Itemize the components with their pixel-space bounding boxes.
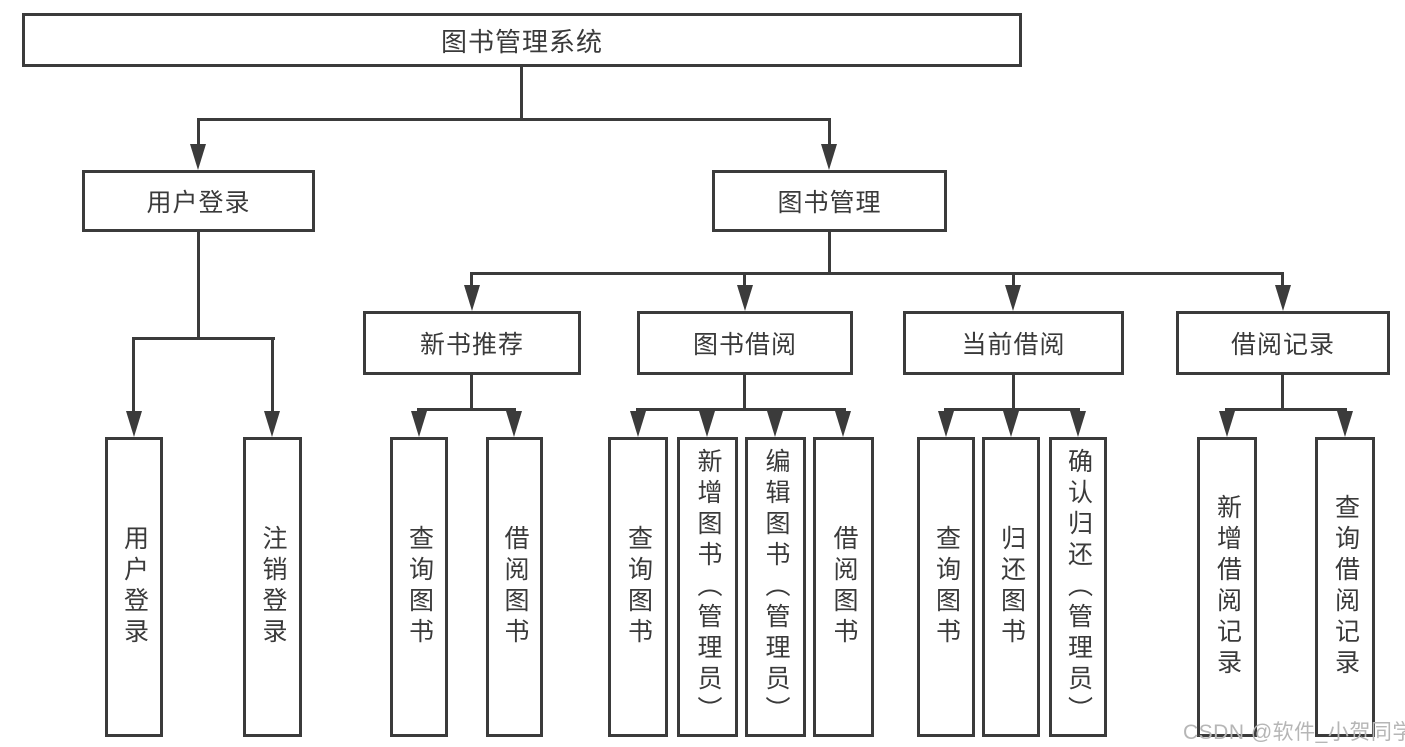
node-label: 查询图书 <box>932 525 961 649</box>
arrowhead-icon <box>1005 285 1021 311</box>
connector-line <box>828 232 831 272</box>
leaf-edit-book-admin: 编辑图书（管理员） <box>745 437 806 737</box>
arrowhead-icon <box>506 411 522 437</box>
leaf-query-books-current: 查询图书 <box>917 437 975 737</box>
connector-line <box>197 232 200 337</box>
leaf-add-borrow-record: 新增借阅记录 <box>1197 437 1257 737</box>
leaf-logout: 注销登录 <box>243 437 302 737</box>
connector-line <box>132 337 135 411</box>
arrowhead-icon <box>126 411 142 437</box>
leaf-user-login: 用户登录 <box>105 437 163 737</box>
connector-line <box>197 118 831 121</box>
connector-line <box>470 272 473 285</box>
node-label: 当前借阅 <box>961 331 1066 359</box>
leaf-query-borrow-record: 查询借阅记录 <box>1315 437 1375 737</box>
arrowhead-icon <box>411 411 427 437</box>
node-current-borrowing: 当前借阅 <box>903 311 1124 375</box>
node-label: 借阅图书 <box>830 525 858 649</box>
node-book-borrowing: 图书借阅 <box>637 311 853 375</box>
csdn-watermark: CSDN @软件_小贺同学 <box>1183 721 1405 744</box>
leaf-confirm-return-admin: 确认归还（管理员） <box>1049 437 1107 737</box>
arrowhead-icon <box>1070 411 1086 437</box>
connector-line <box>1281 375 1284 408</box>
leaf-borrow-books-borrowing: 借阅图书 <box>813 437 874 737</box>
node-label: 用户登录 <box>120 525 149 649</box>
connector-line <box>1281 272 1284 285</box>
node-book-management: 图书管理 <box>712 170 947 232</box>
connector-line <box>743 375 746 408</box>
connector-line <box>944 408 1080 411</box>
leaf-query-books-recommend: 查询图书 <box>390 437 448 737</box>
node-label: 新书推荐 <box>419 331 524 359</box>
leaf-borrow-books-recommend: 借阅图书 <box>486 437 543 737</box>
connector-line <box>513 408 516 411</box>
connector-line <box>417 408 420 411</box>
node-label: 注销登录 <box>259 525 287 649</box>
arrowhead-icon <box>264 411 280 437</box>
connector-line <box>197 118 200 144</box>
node-label: 图书管理 <box>777 189 882 217</box>
node-new-book-recommendation: 新书推荐 <box>363 311 581 375</box>
node-user-login: 用户登录 <box>82 170 315 232</box>
node-label: 借阅记录 <box>1230 331 1335 359</box>
connector-line <box>271 337 274 411</box>
arrowhead-icon <box>630 411 646 437</box>
arrowhead-icon <box>835 411 851 437</box>
connector-line <box>470 375 473 408</box>
arrowhead-icon <box>821 144 837 170</box>
connector-line <box>1012 272 1015 285</box>
leaf-return-books: 归还图书 <box>982 437 1040 737</box>
connector-line <box>520 67 523 118</box>
node-borrowing-records: 借阅记录 <box>1176 311 1390 375</box>
node-label: 归还图书 <box>997 525 1026 649</box>
arrowhead-icon <box>464 285 480 311</box>
connector-line <box>636 408 846 411</box>
node-label: 确认归还（管理员） <box>1064 447 1093 727</box>
connector-line <box>132 337 275 340</box>
connector-line <box>417 408 516 411</box>
connector-line <box>828 118 831 144</box>
connector-line <box>1225 408 1347 411</box>
node-label: 借阅图书 <box>501 525 529 649</box>
node-library-management-system: 图书管理系统 <box>22 13 1022 67</box>
node-label: 用户登录 <box>146 189 251 217</box>
arrowhead-icon <box>1219 411 1235 437</box>
arrowhead-icon <box>699 411 715 437</box>
leaf-add-book-admin: 新增图书（管理员） <box>677 437 738 737</box>
connector-line <box>470 272 1284 275</box>
arrowhead-icon <box>1275 285 1291 311</box>
arrowhead-icon <box>938 411 954 437</box>
arrowhead-icon <box>1003 411 1019 437</box>
node-label: 编辑图书（管理员） <box>762 447 790 727</box>
connector-line <box>1012 375 1015 408</box>
arrowhead-icon <box>767 411 783 437</box>
node-label: 图书管理系统 <box>440 26 603 57</box>
node-label: 新增借阅记录 <box>1213 494 1242 680</box>
node-label: 新增图书（管理员） <box>694 447 722 727</box>
node-label: 图书借阅 <box>692 331 797 359</box>
node-label: 查询图书 <box>624 525 653 649</box>
leaf-query-books-borrowing: 查询图书 <box>608 437 668 737</box>
node-label: 查询图书 <box>405 525 434 649</box>
node-label: 查询借阅记录 <box>1331 494 1360 680</box>
connector-line <box>743 272 746 285</box>
arrowhead-icon <box>737 285 753 311</box>
arrowhead-icon <box>1337 411 1353 437</box>
arrowhead-icon <box>190 144 206 170</box>
